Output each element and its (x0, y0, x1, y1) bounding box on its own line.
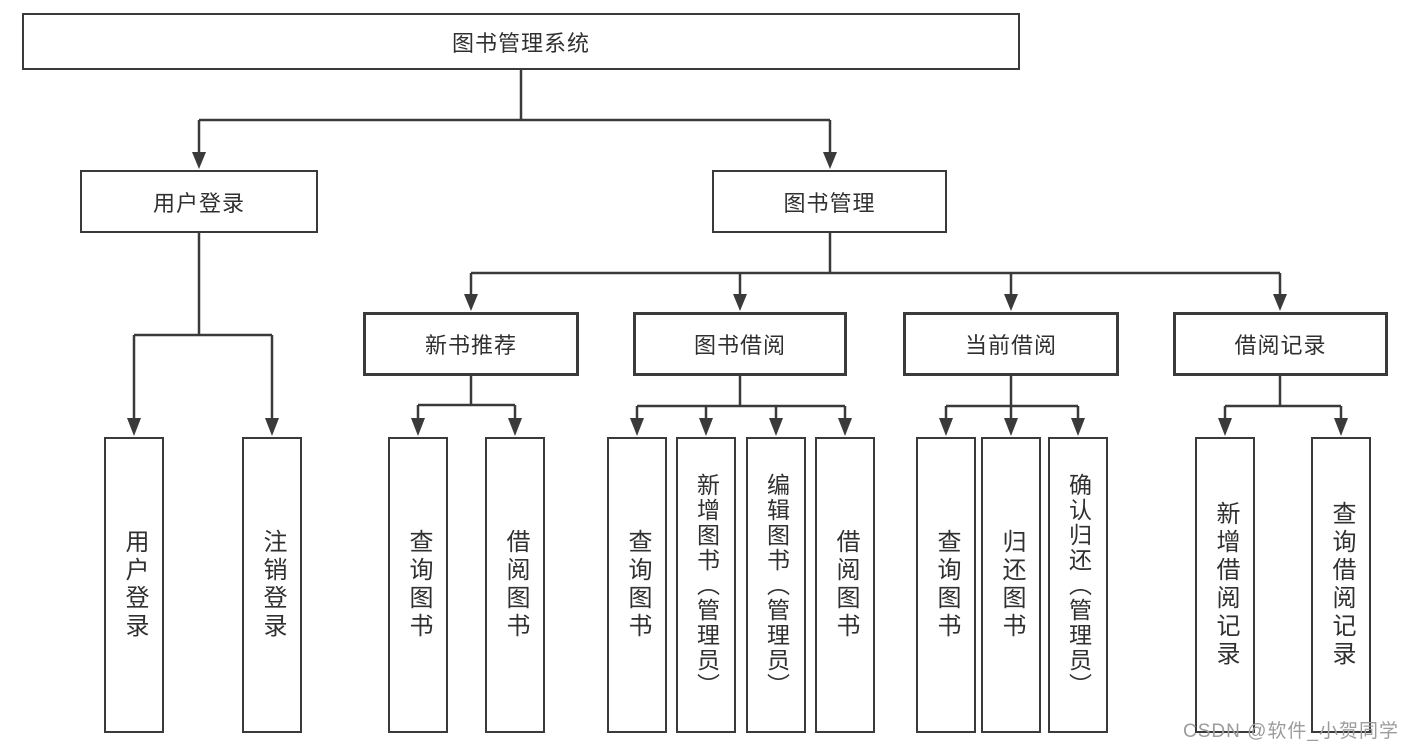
connector-current-borrow-to-leaves (944, 376, 1080, 420)
arrowhead (411, 418, 425, 436)
arrowhead (733, 294, 747, 311)
node-user-login: 用户登录 (80, 170, 318, 233)
node-new-book-recommend: 新书推荐 (363, 312, 579, 376)
leaf-return-book: 归还图书 (981, 437, 1041, 733)
connector-root-to-level1 (197, 70, 832, 154)
leaf-query-books-borrow-label: 查询图书 (624, 529, 651, 641)
connector-book-borrow-to-leaves (635, 376, 847, 420)
arrowhead (630, 418, 644, 436)
node-current-borrow-label: 当前借阅 (964, 333, 1057, 358)
arrowhead (1004, 294, 1018, 311)
connector-new-book-to-leaves (416, 376, 517, 420)
arrowhead (464, 294, 478, 311)
leaf-query-books-recommend-label: 查询图书 (405, 529, 432, 641)
leaf-edit-book-admin-label: 编辑图书︵管理员︶ (763, 472, 790, 698)
arrowhead (1273, 294, 1287, 311)
leaf-logout: 注销登录 (242, 437, 302, 733)
leaf-edit-book-admin: 编辑图书︵管理员︶ (746, 437, 806, 733)
node-root: 图书管理系统 (22, 13, 1020, 70)
leaf-user-login: 用户登录 (104, 437, 164, 733)
node-book-borrow-label: 图书借阅 (693, 333, 786, 358)
arrowhead (823, 152, 837, 169)
arrowhead (265, 418, 279, 436)
leaf-return-book-label: 归还图书 (998, 529, 1025, 641)
arrowhead (1218, 418, 1232, 436)
leaf-query-books-borrow: 查询图书 (607, 437, 667, 733)
arrowhead (127, 418, 141, 436)
leaf-borrow-books-borrow-label: 借阅图书 (832, 529, 859, 641)
leaf-borrow-books-recommend: 借阅图书 (485, 437, 545, 733)
connector-user-login-to-leaves (132, 233, 274, 420)
node-root-label: 图书管理系统 (451, 30, 590, 56)
leaf-query-books-recommend: 查询图书 (388, 437, 448, 733)
arrowhead (1071, 418, 1085, 436)
leaf-add-book-admin-label: 新增图书︵管理员︶ (693, 472, 720, 698)
leaf-add-borrow-record: 新增借阅记录 (1195, 437, 1255, 733)
arrowhead (1004, 418, 1018, 436)
arrowhead (939, 418, 953, 436)
leaf-query-books-current: 查询图书 (916, 437, 976, 733)
leaf-add-borrow-record-label: 新增借阅记录 (1212, 501, 1239, 669)
node-new-book-recommend-label: 新书推荐 (424, 333, 517, 358)
leaf-query-books-current-label: 查询图书 (933, 529, 960, 641)
connector-book-mgmt-to-level2 (469, 233, 1282, 296)
leaf-confirm-return-admin-label: 确认归还︵管理员︶ (1065, 472, 1092, 698)
leaf-logout-label: 注销登录 (259, 529, 286, 641)
node-borrow-records: 借阅记录 (1173, 312, 1388, 376)
arrowhead (508, 418, 522, 436)
leaf-add-book-admin: 新增图书︵管理员︶ (676, 437, 736, 733)
leaf-query-borrow-record-label: 查询借阅记录 (1328, 501, 1355, 669)
arrowhead (699, 418, 713, 436)
node-borrow-records-label: 借阅记录 (1234, 333, 1327, 358)
node-book-management: 图书管理 (712, 170, 947, 233)
leaf-confirm-return-admin: 确认归还︵管理员︶ (1048, 437, 1108, 733)
node-user-login-label: 用户登录 (152, 190, 245, 216)
arrowhead (1334, 418, 1348, 436)
arrowhead (838, 418, 852, 436)
leaf-borrow-books-recommend-label: 借阅图书 (502, 529, 529, 641)
leaf-user-login-label: 用户登录 (121, 529, 148, 641)
leaf-borrow-books-borrow: 借阅图书 (815, 437, 875, 733)
node-book-borrow: 图书借阅 (633, 312, 847, 376)
connector-borrow-records-to-leaves (1223, 376, 1343, 420)
node-current-borrow: 当前借阅 (903, 312, 1119, 376)
node-book-management-label: 图书管理 (783, 190, 876, 216)
watermark-text: CSDN @软件_小贺同学 (1183, 721, 1399, 742)
arrowhead (192, 152, 206, 169)
leaf-query-borrow-record: 查询借阅记录 (1311, 437, 1371, 733)
arrowhead (769, 418, 783, 436)
